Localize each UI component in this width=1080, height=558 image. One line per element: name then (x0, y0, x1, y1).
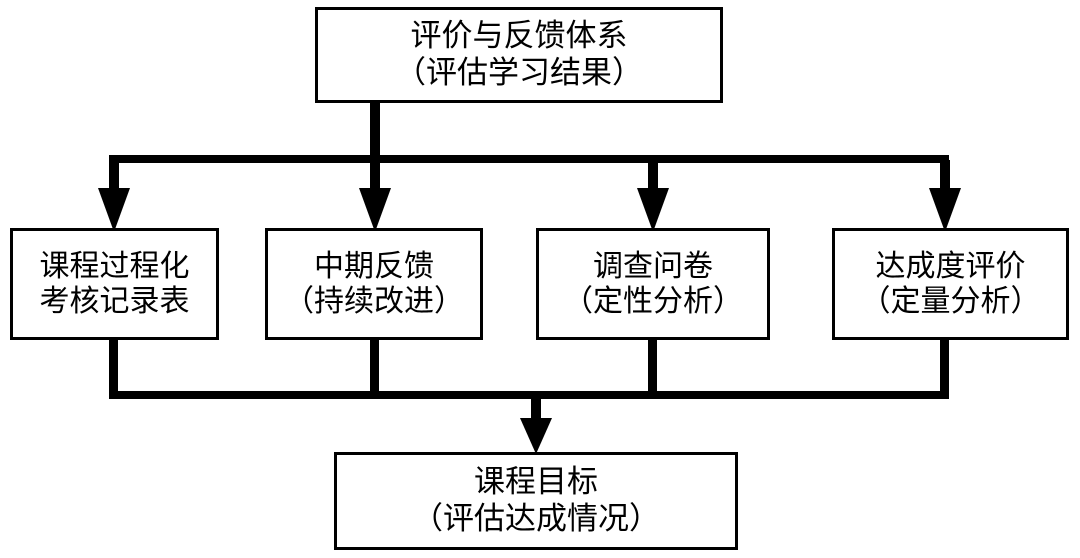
node-survey-line-1: 调查问卷 (593, 248, 713, 284)
node-achieve-line-1: 达成度评价 (875, 248, 1026, 284)
node-survey-line-2: （定性分析） (563, 284, 743, 319)
node-evaluation-feedback-system[interactable]: 评价与反馈体系 （评估学习结果） (315, 7, 723, 103)
arrow-head (98, 188, 130, 232)
arrow-shaft (531, 396, 541, 420)
node-record-line-2: 考核记录表 (39, 284, 190, 319)
connector-top-bus (109, 155, 949, 163)
node-midterm-feedback[interactable]: 中期反馈 （持续改进） (265, 228, 483, 340)
arrow-down-icon (98, 160, 130, 232)
node-goal-line-1: 课程目标 (474, 464, 598, 501)
node-achievement-evaluation[interactable]: 达成度评价 （定量分析） (832, 228, 1069, 340)
node-root-line-1: 评价与反馈体系 (410, 18, 628, 55)
node-record-line-1: 课程过程化 (39, 248, 190, 284)
node-midterm-line-1: 中期反馈 (314, 248, 434, 284)
node-questionnaire-survey[interactable]: 调查问卷 （定性分析） (536, 228, 770, 340)
arrow-down-icon (520, 396, 552, 458)
arrow-head (929, 188, 961, 232)
arrow-down-icon (359, 160, 391, 232)
node-achieve-line-2: （定量分析） (860, 284, 1041, 319)
arrow-shaft (370, 160, 380, 190)
node-course-goal[interactable]: 课程目标 （评估达成情况） (334, 452, 738, 550)
node-course-process-assessment-record[interactable]: 课程过程化 考核记录表 (10, 228, 219, 340)
arrow-head (359, 188, 391, 232)
arrow-head (637, 188, 669, 232)
arrow-head (520, 418, 552, 454)
node-goal-line-2: （评估达成情况） (412, 501, 660, 537)
arrow-shaft (109, 160, 119, 190)
arrow-down-icon (929, 160, 961, 232)
arrow-shaft (940, 160, 950, 190)
connector-riser-2 (370, 340, 379, 395)
connector-bottom-bus (109, 391, 949, 399)
arrow-shaft (648, 160, 658, 190)
connector-root-stem (370, 101, 380, 159)
connector-riser-3 (648, 340, 657, 395)
node-midterm-line-2: （持续改进） (284, 284, 464, 319)
arrow-down-icon (637, 160, 669, 232)
connector-riser-1 (109, 340, 118, 395)
connector-riser-4 (940, 340, 949, 395)
node-root-line-2: （评估学习结果） (395, 55, 643, 91)
